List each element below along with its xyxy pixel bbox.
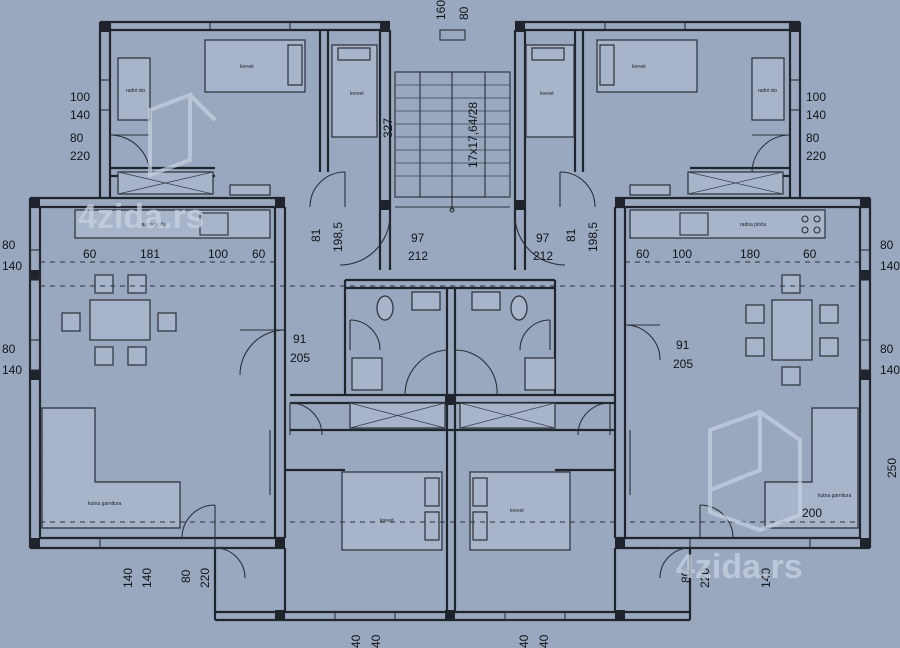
dim-label: 140: [2, 363, 22, 377]
dim-label: 91: [293, 332, 307, 346]
dim-label: 327: [381, 118, 395, 138]
columns: [30, 22, 870, 620]
dim-label: 100: [806, 90, 826, 104]
dim-label: 140: [2, 259, 22, 273]
dim-label: 140: [880, 363, 900, 377]
dim-label: 140: [121, 568, 135, 588]
dim-label: 80: [806, 131, 820, 145]
dim-label: 60: [83, 247, 97, 261]
dim-label: 80: [880, 342, 894, 356]
dim-label: 250: [885, 458, 899, 478]
watermark-right: 4zida.rs: [676, 409, 803, 586]
dim-label: 100: [672, 247, 692, 261]
dim-label: 180: [740, 247, 760, 261]
dim-label: 81: [309, 228, 323, 242]
dim-label: 97: [536, 231, 550, 245]
dim-label: 17x17,64/28: [466, 102, 480, 168]
sofa-label: kutna garnitura: [818, 493, 852, 499]
dim-label: 212: [533, 249, 553, 263]
dim-label: 220: [70, 149, 90, 163]
dim-label: 40: [369, 634, 383, 648]
dim-label: 160: [434, 0, 448, 20]
watermark-text: 4zida.rs: [676, 548, 803, 586]
dim-label: 198,5: [586, 222, 600, 252]
wardrobe-label: radni sto: [126, 88, 145, 94]
watermark-left: 4zida.rs: [78, 92, 217, 236]
dim-label: 220: [698, 568, 712, 588]
dim-label: 140: [70, 108, 90, 122]
dim-label: 181: [140, 247, 160, 261]
dim-label: 91: [676, 338, 690, 352]
sofa-label: kutna garnitura: [88, 501, 122, 507]
dim-label: 200: [802, 506, 822, 520]
dim-label: 80: [679, 569, 693, 583]
kitchen-label: radna ploča: [740, 222, 766, 228]
bed-label: krevet: [510, 508, 524, 514]
dim-label: 205: [673, 357, 693, 371]
room-labels: krevet krevet krevet krevet krevet kreve…: [88, 64, 852, 524]
staircase: [394, 29, 511, 213]
dim-label: 140: [880, 259, 900, 273]
dim-label: 205: [290, 351, 310, 365]
dim-label: 40: [537, 634, 551, 648]
dim-label: 220: [198, 568, 212, 588]
dim-label: 40: [349, 634, 363, 648]
kitchen-label: radna ploča: [140, 222, 166, 228]
dim-label: 140: [140, 568, 154, 588]
dim-label: 60: [252, 247, 266, 261]
outer-walls: [28, 20, 872, 622]
dim-label: 60: [803, 247, 817, 261]
dim-label: 80: [880, 238, 894, 252]
doors: [109, 134, 791, 579]
watermark-text: 4zida.rs: [78, 198, 205, 236]
bed-label: krevet: [540, 91, 554, 97]
dim-label: 97: [411, 231, 425, 245]
dim-label: 80: [2, 342, 16, 356]
dim-label: 40: [517, 634, 531, 648]
dim-label: 80: [70, 131, 84, 145]
bed-label: krevet: [240, 64, 254, 70]
dim-label: 212: [408, 249, 428, 263]
dim-label: 100: [208, 247, 228, 261]
bed-label: krevet: [350, 91, 364, 97]
bed-label: krevet: [380, 518, 394, 524]
dim-label: 80: [2, 238, 16, 252]
furniture: [41, 39, 859, 551]
dim-label: 140: [806, 108, 826, 122]
bed-label: krevet: [632, 64, 646, 70]
dim-label: 220: [806, 149, 826, 163]
dim-label: 140: [759, 568, 773, 588]
dim-label: 60: [636, 247, 650, 261]
dim-label: 80: [179, 569, 193, 583]
dim-label: 80: [457, 6, 471, 20]
windows: [29, 21, 871, 621]
dim-label: 100: [70, 90, 90, 104]
dim-label: 81: [564, 228, 578, 242]
wardrobe-label: radni sto: [758, 88, 777, 94]
dim-label: 198,5: [331, 222, 345, 252]
